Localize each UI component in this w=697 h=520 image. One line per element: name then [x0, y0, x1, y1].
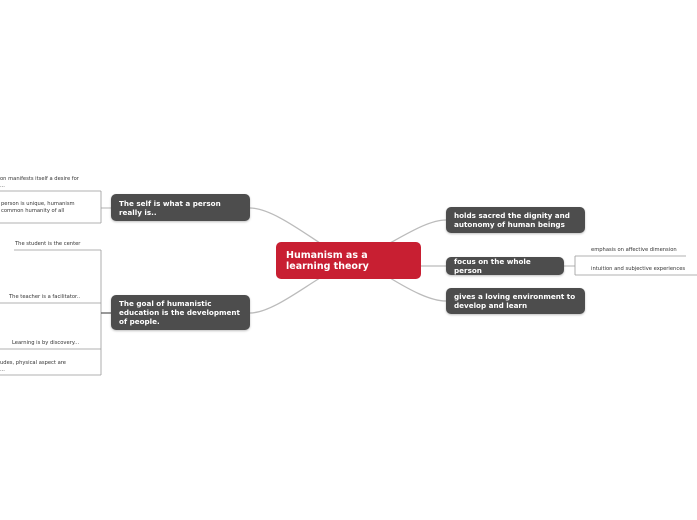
leaf-line: ... — [0, 367, 5, 373]
leaf-line: udes, physical aspect are — [0, 360, 66, 366]
root-node[interactable]: Humanism as a learning theory — [276, 242, 421, 279]
leaf-physical[interactable]: udes, physical aspect are... — [0, 360, 66, 374]
leaf-discovery[interactable]: Learning is by discovery... — [12, 340, 80, 346]
node-label: The goal of humanistic education is the … — [119, 299, 240, 326]
node-self[interactable]: The self is what a person really is.. — [111, 194, 250, 221]
leaf-desire[interactable]: on manifests itself a desire for... — [0, 176, 79, 190]
node-goal[interactable]: The goal of humanistic education is the … — [111, 295, 250, 330]
leaf-line: ... — [0, 183, 5, 189]
node-dignity[interactable]: holds sacred the dignity and autonomy of… — [446, 207, 585, 233]
node-loving-environment[interactable]: gives a loving environment to develop an… — [446, 288, 585, 314]
node-label: focus on the whole person — [454, 257, 531, 275]
leaf-teacher[interactable]: The teacher is a facilitator.. — [9, 294, 80, 300]
leaf-affective[interactable]: emphasis on affective dimension — [591, 247, 677, 253]
root-label: Humanism as a learning theory — [286, 249, 369, 272]
node-label: gives a loving environment to develop an… — [454, 292, 576, 310]
node-label: The self is what a person really is.. — [119, 198, 221, 217]
leaf-line: on manifests itself a desire for — [0, 176, 79, 182]
leaf-line: common humanity of all — [1, 208, 65, 214]
leaf-student[interactable]: The student is the center — [15, 241, 81, 247]
node-label: holds sacred the dignity and autonomy of… — [454, 211, 570, 229]
node-whole-person[interactable]: focus on the whole person — [446, 257, 564, 275]
leaf-line: person is unique, humanism — [1, 201, 75, 207]
leaf-intuition[interactable]: intuition and subjective experiences — [591, 266, 686, 272]
